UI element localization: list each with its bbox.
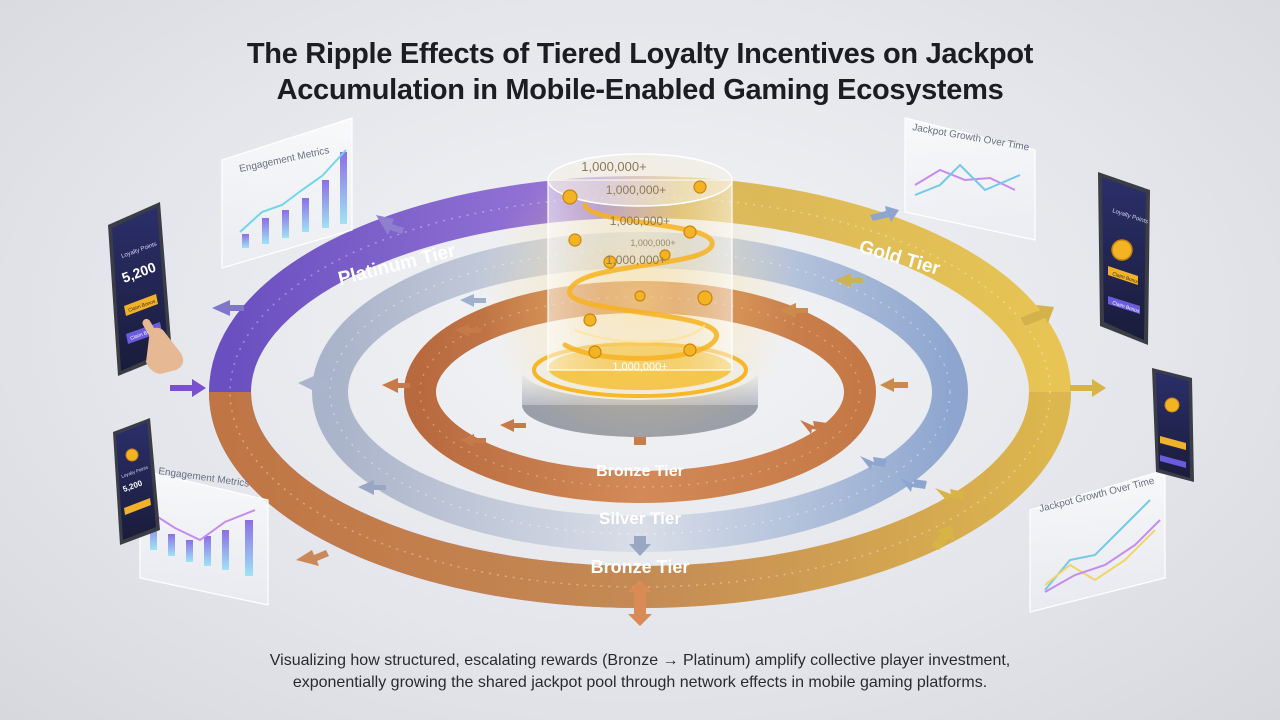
bar-chart-icon: [149, 509, 256, 576]
arrow-icon: [382, 378, 410, 393]
subtitle-line-2: exponentially growing the shared jackpot…: [292, 674, 988, 691]
phone-left-small: Loyalty Points 5,200: [113, 418, 160, 545]
arrow-icon: [298, 376, 326, 391]
jackpot-cylinder: 1,000,000+ 1,000,000+ 1,000,000+ 1,000,0…: [480, 150, 800, 450]
panel-growth-bottom: Jackpot Growth Over Time: [1029, 469, 1166, 613]
arrow-icon: [296, 550, 329, 566]
hand-pointer-icon: [142, 318, 184, 374]
jackpot-label: 1,000,000+: [612, 361, 667, 373]
panel-growth-top: Jackpot Growth Over Time: [904, 117, 1036, 241]
line-chart-icon: [1044, 499, 1161, 593]
page-title: The Ripple Effects of Tiered Loyalty Inc…: [0, 36, 1280, 108]
jackpot-label: 1,000,000+: [606, 253, 666, 267]
tier-label-silver: Silver Tier: [599, 509, 681, 528]
jackpot-label: 1,000,000+: [610, 214, 670, 228]
jackpot-label: 1,000,000+: [606, 183, 666, 197]
phone-right-small: [1152, 368, 1194, 482]
arrow-icon: [460, 434, 486, 447]
subtitle-line-1: Visualizing how structured, escalating r…: [269, 652, 1011, 669]
line-chart-icon: [914, 163, 1021, 196]
arrow-icon: [1070, 379, 1106, 397]
arrow-icon: [935, 488, 964, 502]
arrow-icon: [932, 525, 954, 550]
arrow-icon: [835, 273, 863, 288]
arrow-icon: [460, 294, 486, 307]
arrow-icon: [870, 206, 899, 222]
arrow-icon: [170, 379, 206, 397]
panel-engagement-bottom: Engagement Metrics: [139, 466, 269, 606]
arrow-icon: [358, 480, 386, 495]
phone-left: Loyalty Points 5,200 Claim Bonus Claim B…: [108, 202, 184, 376]
arrow-icon: [376, 215, 404, 235]
arrow-icon: [880, 378, 908, 392]
arrow-icon: [212, 300, 244, 316]
coin-icon: [1164, 397, 1180, 413]
title-line-2: Accumulation in Mobile-Enabled Gaming Ec…: [276, 74, 1004, 106]
arrow-icon: [629, 536, 651, 556]
arrow-icon: [455, 324, 481, 337]
tier-label-bronze-outer: Bronze Tier: [591, 557, 690, 577]
jackpot-label: 1,000,000+: [630, 238, 675, 248]
arrow-icon: [628, 580, 652, 626]
bar-chart-icon: [239, 149, 347, 248]
arrow-icon: [800, 420, 827, 434]
coin-icon: [125, 448, 139, 462]
phone-right: Loyalty Points Claim Bonus Claim Bonus: [1098, 172, 1150, 345]
tier-label-bronze-inner: Bronze Tier: [596, 463, 684, 480]
arrow-icon: [500, 419, 526, 432]
page-subtitle: Visualizing how structured, escalating r…: [0, 650, 1280, 694]
flow-arrows: [170, 206, 1106, 626]
arrow-icon: [860, 456, 887, 470]
coin-icons: [562, 180, 713, 359]
arrow-icon: [1020, 305, 1054, 326]
jackpot-label: 1,000,000+: [581, 159, 646, 174]
title-line-1: The Ripple Effects of Tiered Loyalty Inc…: [246, 38, 1034, 70]
arrow-icon: [900, 478, 927, 492]
panel-engagement-top: Engagement Metrics: [221, 117, 353, 269]
coin-icon: [1111, 239, 1133, 261]
